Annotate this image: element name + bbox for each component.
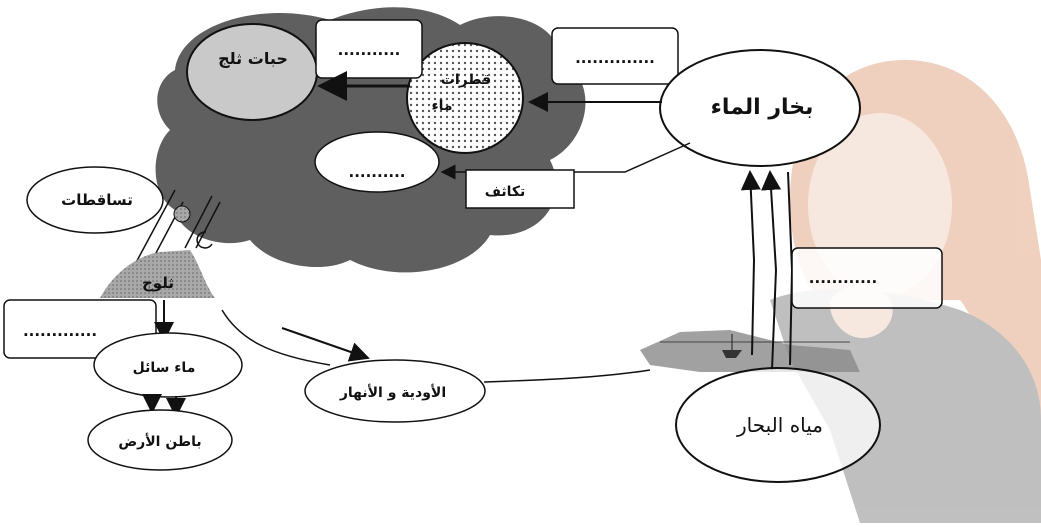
snow-label: ثلوج [142,274,174,292]
snowflake-icon [196,231,213,249]
hail-ball-icon [173,205,191,223]
blank-ellipse-cloud-bottom[interactable] [314,131,440,193]
boat-icon [722,350,742,358]
condensation-box [465,169,575,209]
water-drops-label-line2: ماء [431,98,452,114]
snow-grains-label: حبات ثلج [218,49,288,68]
snow-grains-ellipse [186,23,318,121]
snow-ground-shape [100,250,215,298]
blank-box-right-text: ............ [809,269,877,287]
blank-box-top-right[interactable] [551,27,679,85]
underground-label: باطن الأرض [118,433,201,450]
arrow-to-rivers [281,327,370,362]
water-vapor-ellipse [659,49,861,167]
liquid-water-label: ماء سائل [133,360,196,376]
condensation-label: تكاثف [485,184,526,200]
blank-box-top-right-text: .............. [575,49,655,67]
underground-ellipse [87,409,233,471]
water-drops-ellipse [406,42,524,154]
blank-ellipse-cloud-bottom-text: .......... [349,163,406,181]
liquid-water-ellipse [93,332,243,398]
valleys-rivers-label: الأودية و الأنهار [339,384,446,401]
harbor-illustration [640,330,860,372]
evaporation-arrow-2 [761,170,782,371]
precipitation-label: تساقطات [61,191,133,209]
precipitation-ellipse [26,166,164,234]
jacket-shape [770,289,1041,523]
water-drops-label-line1: قطرات [441,72,491,88]
blank-box-cloud-top-text: ........... [338,41,401,59]
runoff-curve [221,309,331,366]
evaporation-arrow-1 [740,170,761,356]
river-to-sea-line [483,369,651,383]
blank-box-right[interactable] [791,247,943,309]
sea-water-ellipse [675,367,881,483]
blank-box-left-text: ............. [23,322,97,340]
valleys-rivers-ellipse [304,359,486,423]
sea-water-label: مياه البحار [736,413,823,437]
blank-box-cloud-top[interactable] [315,19,423,79]
water-vapor-label: بخار الماء [711,95,814,120]
